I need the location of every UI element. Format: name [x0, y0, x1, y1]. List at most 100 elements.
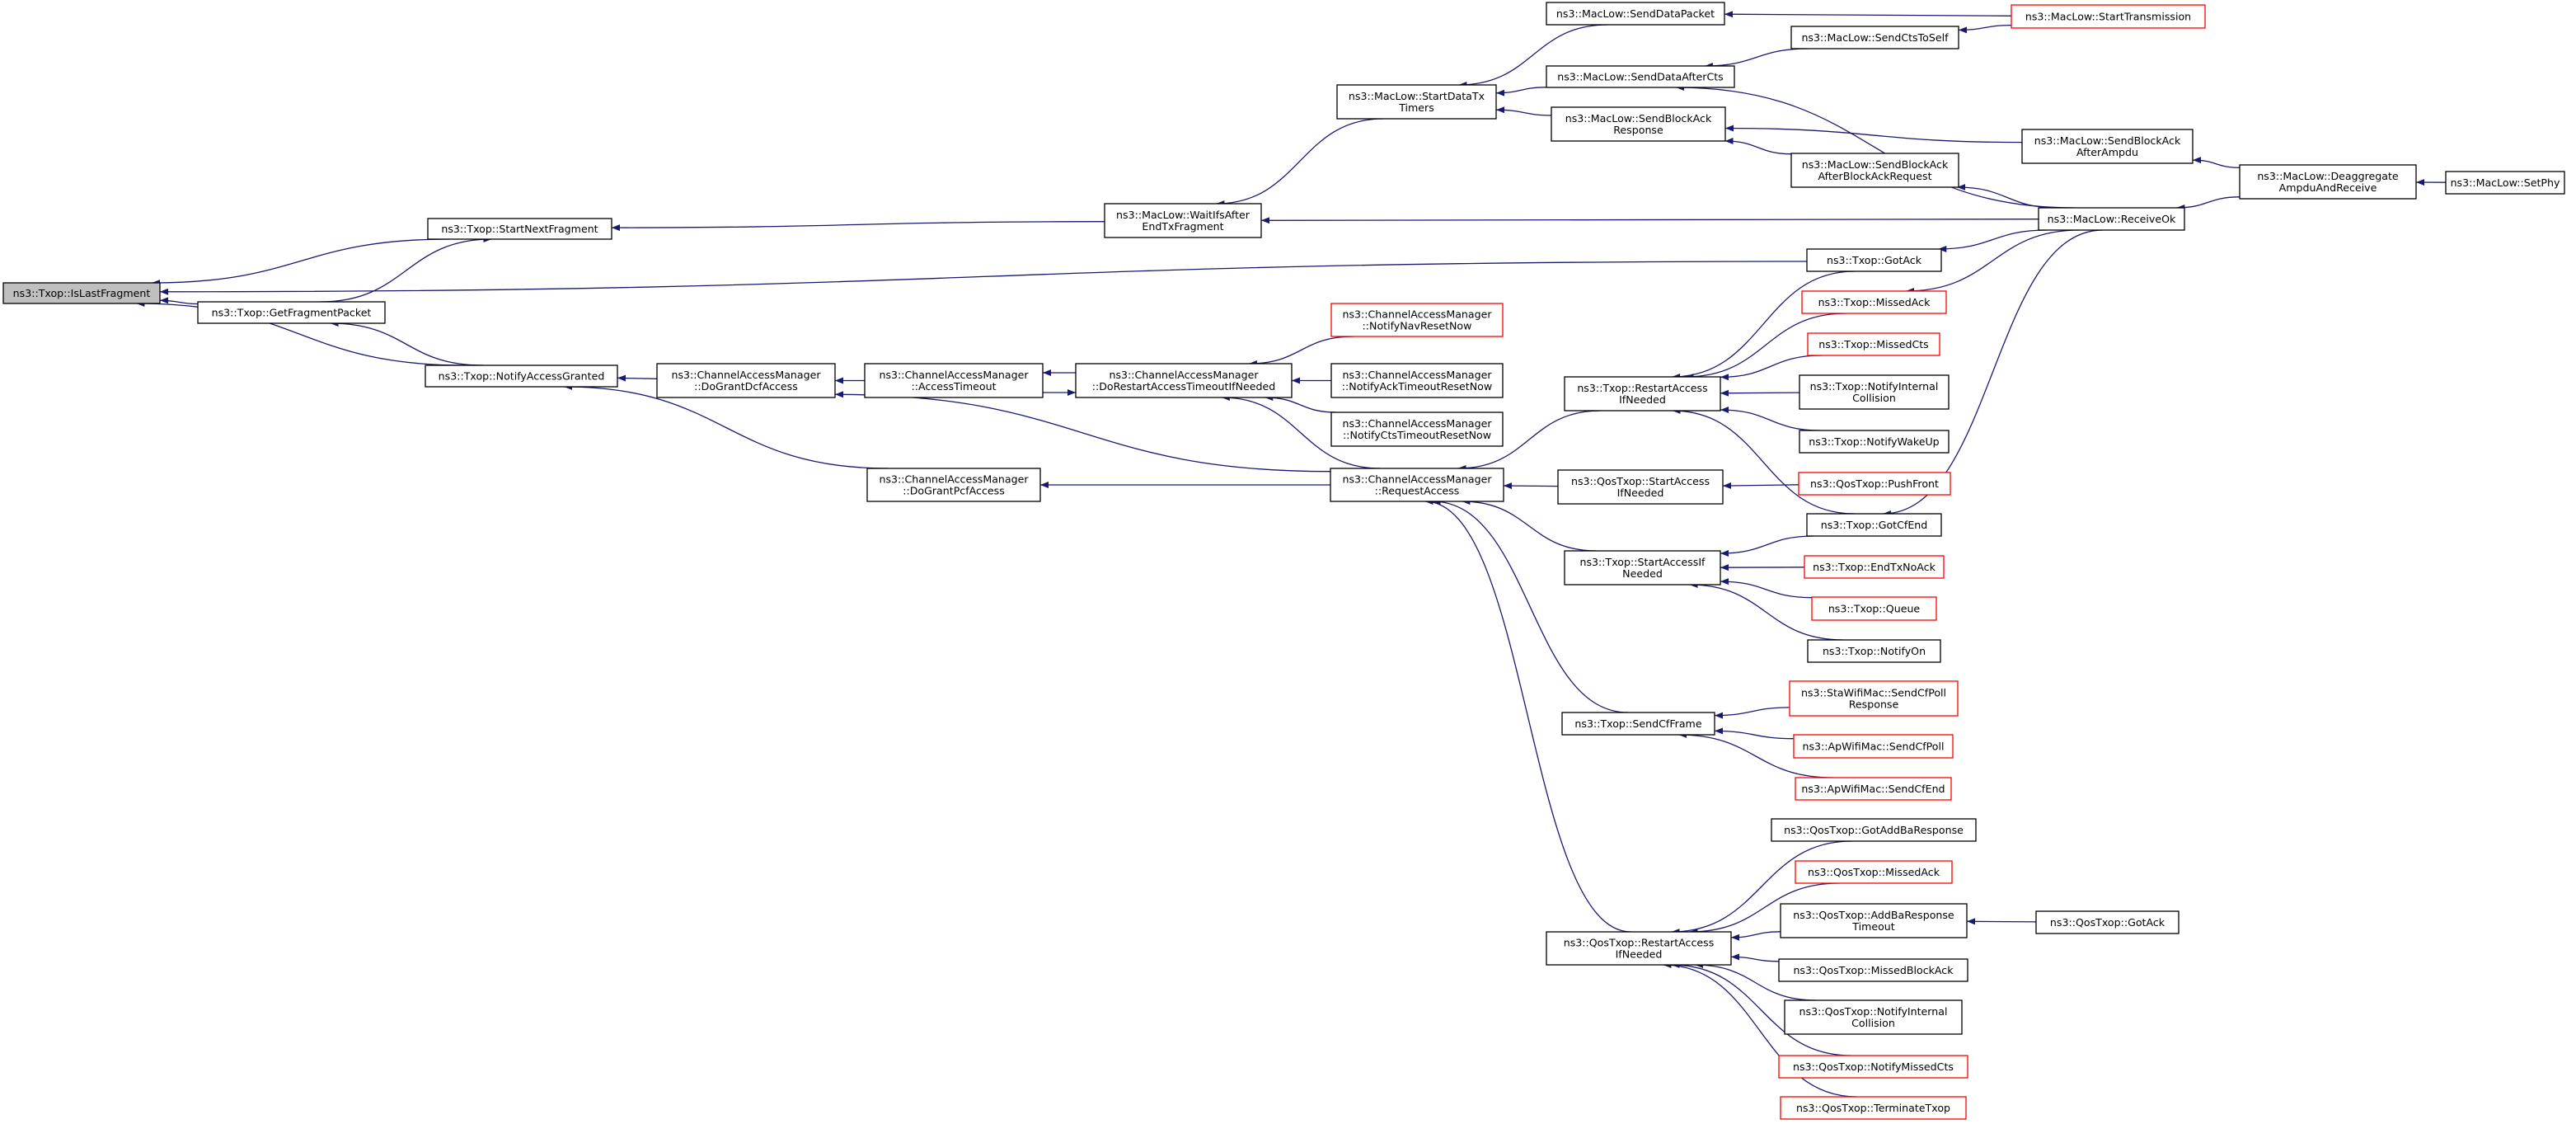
- node-box: [864, 363, 1044, 398]
- edge-n45-to-n44: [1966, 918, 2037, 925]
- node-label: ::RequestAccess: [1375, 485, 1460, 497]
- graph-node-ns3-txop-gotcfend[interactable]: ns3::Txop::GotCfEnd: [1806, 513, 1942, 537]
- graph-node-ns3-maclow-senddatapacket[interactable]: ns3::MacLow::SendDataPacket: [1546, 2, 1725, 26]
- graph-node-ns3-qostxop-missedblockack[interactable]: ns3::QosTxop::MissedBlockAck: [1778, 958, 1968, 982]
- graph-node-ns3-txop-queue[interactable]: ns3::Txop::Queue: [1811, 596, 1937, 621]
- graph-node-ns3-txop-notifyon[interactable]: ns3::Txop::NotifyOn: [1807, 639, 1941, 663]
- graph-node-ns3-maclow-sendctstoself[interactable]: ns3::MacLow::SendCtsToSelf: [1790, 26, 1959, 49]
- node-box: [1564, 376, 1721, 412]
- edge-n37-to-n11: [1432, 498, 1629, 713]
- edge-n25-to-n11: [1457, 410, 1601, 472]
- graph-node-ns3-maclow-receiveok[interactable]: ns3::MacLow::ReceiveOk: [2038, 207, 2185, 231]
- node-label: ns3::Txop::Queue: [1828, 603, 1921, 615]
- node-label: ns3::QosTxop::GotAddBaResponse: [1784, 824, 1964, 836]
- graph-node-ns3-qostxop-pushfront[interactable]: ns3::QosTxop::PushFront: [1798, 472, 1951, 496]
- edge-n22-to-n21: [2176, 196, 2241, 211]
- graph-node-ns3-txop-sendcfframe[interactable]: ns3::Txop::SendCfFrame: [1561, 712, 1715, 736]
- node-box: [1807, 332, 1940, 356]
- node-label: ns3::Txop::IsLastFragment: [13, 287, 151, 299]
- graph-node-ns3-txop-gotack[interactable]: ns3::Txop::GotAck: [1806, 248, 1942, 272]
- node-label: Collision: [1851, 1017, 1895, 1029]
- graph-node-ns3-maclow-sendblockackafterblockackrequest[interactable]: ns3::MacLow::SendBlockAckAfterBlockAckRe…: [1790, 153, 1959, 188]
- edge-n29-to-n25: [1720, 407, 1821, 431]
- edge-n42-to-n41: [1671, 840, 1852, 935]
- node-label: ns3::QosTxop::NotifyMissedCts: [1793, 1061, 1954, 1073]
- node-box: [1075, 363, 1293, 398]
- node-box: [2021, 129, 2194, 164]
- graph-node-ns3-maclow-senddataaftercts[interactable]: ns3::MacLow::SendDataAfterCts: [1546, 65, 1735, 88]
- node-box: [1330, 412, 1504, 447]
- node-box: [197, 301, 386, 324]
- graph-node-ns3-channelaccessmanager-notifyacktimeoutresetnow[interactable]: ns3::ChannelAccessManager::NotifyAckTime…: [1330, 363, 1504, 398]
- node-label: ns3::QosTxop::PushFront: [1810, 477, 1939, 490]
- graph-node-ns3-txop-missedack[interactable]: ns3::Txop::MissedAck: [1801, 290, 1947, 314]
- node-box: [1790, 26, 1959, 49]
- graph-node-ns3-qostxop-missedack[interactable]: ns3::QosTxop::MissedAck: [1795, 860, 1953, 884]
- graph-node-ns3-channelaccessmanager-notifyctstimeoutresetnow[interactable]: ns3::ChannelAccessManager::NotifyCtsTime…: [1330, 412, 1504, 447]
- node-box: [427, 218, 612, 240]
- node-label: ns3::QosTxop::MissedAck: [1808, 866, 1940, 878]
- node-label: ::DoGrantPcfAccess: [903, 485, 1005, 497]
- node-box: [2011, 4, 2206, 29]
- edge-n43-to-n41: [1689, 882, 1840, 935]
- graph-node-ns3-txop-islastfragment[interactable]: ns3::Txop::IsLastFragment: [2, 282, 161, 304]
- node-box: [1330, 363, 1504, 398]
- graph-node-ns3-channelaccessmanager-dograntpcfaccess[interactable]: ns3::ChannelAccessManager::DoGrantPcfAcc…: [866, 468, 1041, 502]
- graph-node-ns3-txop-startnextfragment[interactable]: ns3::Txop::StartNextFragment: [427, 218, 612, 240]
- node-label: ns3::QosTxop::TerminateTxop: [1796, 1102, 1950, 1114]
- graph-node-ns3-qostxop-notifymissedcts[interactable]: ns3::QosTxop::NotifyMissedCts: [1778, 1055, 1968, 1079]
- node-label: ns3::Txop::GetFragmentPacket: [212, 307, 372, 319]
- graph-node-ns3-maclow-starttransmission[interactable]: ns3::MacLow::StartTransmission: [2011, 4, 2206, 29]
- node-box: [1804, 555, 1945, 579]
- graph-node-ns3-txop-notifywakeup[interactable]: ns3::Txop::NotifyWakeUp: [1799, 430, 1950, 454]
- graph-node-ns3-txop-missedcts[interactable]: ns3::Txop::MissedCts: [1807, 332, 1940, 356]
- graph-node-ns3-apwifimac-sendcfend[interactable]: ns3::ApWifiMac::SendCfEnd: [1795, 777, 1952, 801]
- graph-node-ns3-qostxop-gotack[interactable]: ns3::QosTxop::GotAck: [2035, 910, 2180, 934]
- node-label: ns3::MacLow::StartTransmission: [2025, 11, 2191, 23]
- edge-n26-to-n25: [1685, 313, 1846, 380]
- graph-node-ns3-channelaccessmanager-accesstimeout[interactable]: ns3::ChannelAccessManager::AccessTimeout: [864, 363, 1044, 398]
- edge-n48-to-n41: [1671, 962, 1851, 1056]
- edge-n31-to-n30: [1722, 482, 1799, 489]
- node-label: AfterAmpdu: [2076, 146, 2138, 158]
- node-label: ns3::Txop::RestartAccess: [1577, 382, 1707, 394]
- graph-node-ns3-txop-getfragmentpacket[interactable]: ns3::Txop::GetFragmentPacket: [197, 301, 386, 324]
- edge-n11-to-n4: [834, 391, 1331, 473]
- graph-node-ns3-maclow-setphy[interactable]: ns3::MacLow::SetPhy: [2445, 171, 2565, 195]
- node-label: ns3::StaWifiMac::SendCfPoll: [1801, 687, 1946, 699]
- edge-n20-to-n16: [1724, 125, 2023, 143]
- node-box: [1780, 903, 1968, 938]
- graph-node-ns3-apwifimac-sendcfpoll[interactable]: ns3::ApWifiMac::SendCfPoll: [1793, 734, 1954, 759]
- edge-n36-to-n33: [1689, 581, 1843, 641]
- edge-n46-to-n41: [1730, 953, 1780, 962]
- graph-node-ns3-txop-notifyaccessgranted[interactable]: ns3::Txop::NotifyAccessGranted: [425, 364, 618, 388]
- node-label: ns3::QosTxop::GotAck: [2050, 916, 2165, 929]
- graph-node-ns3-channelaccessmanager-dorestartaccesstimeoutifneeded[interactable]: ns3::ChannelAccessManager::DoRestartAcce…: [1075, 363, 1293, 398]
- edge-n40-to-n37: [1678, 731, 1833, 778]
- graph-node-ns3-qostxop-terminatetxop[interactable]: ns3::QosTxop::TerminateTxop: [1780, 1096, 1967, 1120]
- node-label: ns3::QosTxop::NotifyInternal: [1799, 1005, 1948, 1018]
- graph-node-ns3-channelaccessmanager-requestaccess[interactable]: ns3::ChannelAccessManager::RequestAccess: [1330, 468, 1504, 502]
- graph-node-ns3-txop-endtxnoack[interactable]: ns3::Txop::EndTxNoAck: [1804, 555, 1945, 579]
- graph-node-ns3-channelaccessmanager-notifynavresetnow[interactable]: ns3::ChannelAccessManager::NotifyNavRese…: [1330, 303, 1504, 337]
- node-label: ::DoRestartAccessTimeoutIfNeeded: [1092, 380, 1276, 393]
- node-label: ns3::Txop::StartNextFragment: [441, 223, 598, 235]
- graph-node-ns3-channelaccessmanager-dograntdcfaccess[interactable]: ns3::ChannelAccessManager::DoGrantDcfAcc…: [656, 363, 836, 398]
- node-box: [1771, 818, 1977, 842]
- graph-node-ns3-qostxop-gotaddbaresponse[interactable]: ns3::QosTxop::GotAddBaResponse: [1771, 818, 1977, 842]
- edge-n4-to-n3: [617, 374, 658, 382]
- edge-n10-to-n3: [564, 383, 889, 469]
